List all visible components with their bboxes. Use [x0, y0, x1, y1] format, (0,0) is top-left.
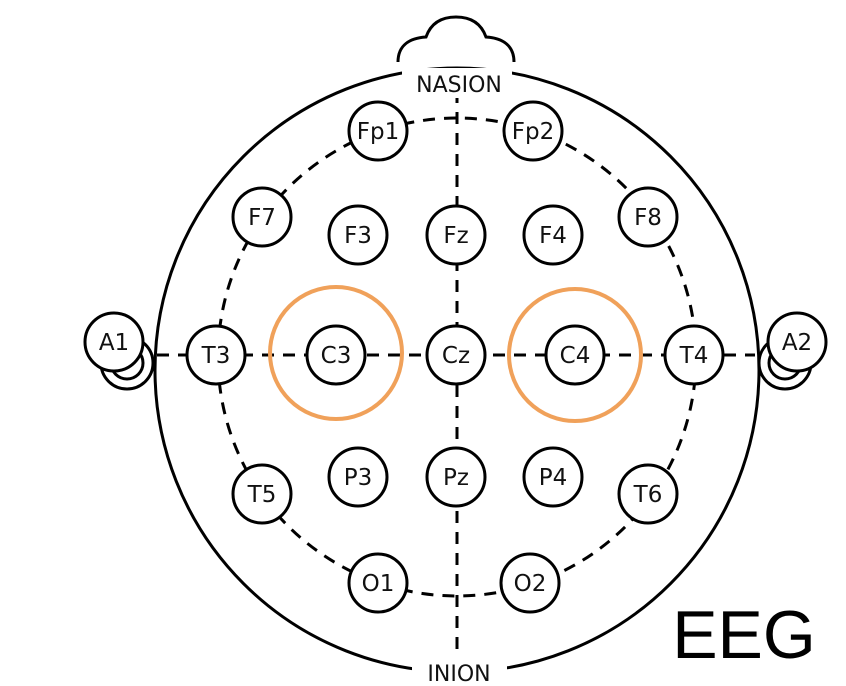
inion-label: INION: [427, 662, 490, 686]
svg-text:O2: O2: [514, 571, 547, 597]
eeg-caption: EEG: [672, 597, 816, 673]
svg-text:T6: T6: [633, 482, 663, 508]
svg-text:O1: O1: [362, 571, 395, 597]
electrode-Cz: Cz: [425, 324, 487, 386]
svg-text:P3: P3: [344, 465, 373, 491]
electrode-T5: T5: [231, 463, 293, 525]
svg-text:T4: T4: [679, 343, 709, 369]
svg-text:C3: C3: [321, 343, 352, 369]
electrode-O2: O2: [499, 552, 561, 614]
electrode-Fp2: Fp2: [502, 100, 564, 162]
svg-text:F8: F8: [634, 205, 662, 231]
svg-text:Cz: Cz: [442, 343, 470, 369]
svg-text:C4: C4: [560, 343, 591, 369]
electrode-A1: A1: [83, 311, 145, 373]
highlight-ring-C4: [507, 287, 643, 423]
nose-outline: [396, 15, 516, 63]
electrode-P3: P3: [327, 446, 389, 508]
svg-text:F3: F3: [344, 223, 372, 249]
electrode-Fp1: Fp1: [347, 100, 409, 162]
electrode-Fz: Fz: [425, 204, 487, 266]
electrode-O1: O1: [347, 552, 409, 614]
electrode-F3: F3: [327, 204, 389, 266]
electrode-T4: T4: [663, 324, 725, 386]
svg-text:T5: T5: [247, 482, 277, 508]
electrode-P4: P4: [522, 446, 584, 508]
svg-text:A1: A1: [99, 330, 129, 356]
electrode-A2: A2: [766, 311, 828, 373]
highlight-ring-C3: [268, 285, 404, 421]
electrode-T3: T3: [185, 324, 247, 386]
svg-text:Fp1: Fp1: [357, 119, 399, 145]
nasion-label: NASION: [416, 73, 502, 98]
svg-text:Fp2: Fp2: [512, 119, 554, 145]
electrode-F8: F8: [617, 186, 679, 248]
svg-text:F7: F7: [248, 205, 276, 231]
svg-text:Fz: Fz: [443, 223, 468, 249]
electrode-T6: T6: [617, 463, 679, 525]
svg-text:P4: P4: [539, 465, 568, 491]
electrode-Pz: Pz: [425, 446, 487, 508]
svg-text:A2: A2: [782, 330, 812, 356]
svg-text:T3: T3: [201, 343, 231, 369]
electrode-C4: C4: [544, 324, 606, 386]
svg-text:Pz: Pz: [443, 465, 469, 491]
electrode-F4: F4: [522, 204, 584, 266]
electrode-F7: F7: [231, 186, 293, 248]
electrode-C3: C3: [305, 324, 367, 386]
svg-text:F4: F4: [539, 223, 567, 249]
